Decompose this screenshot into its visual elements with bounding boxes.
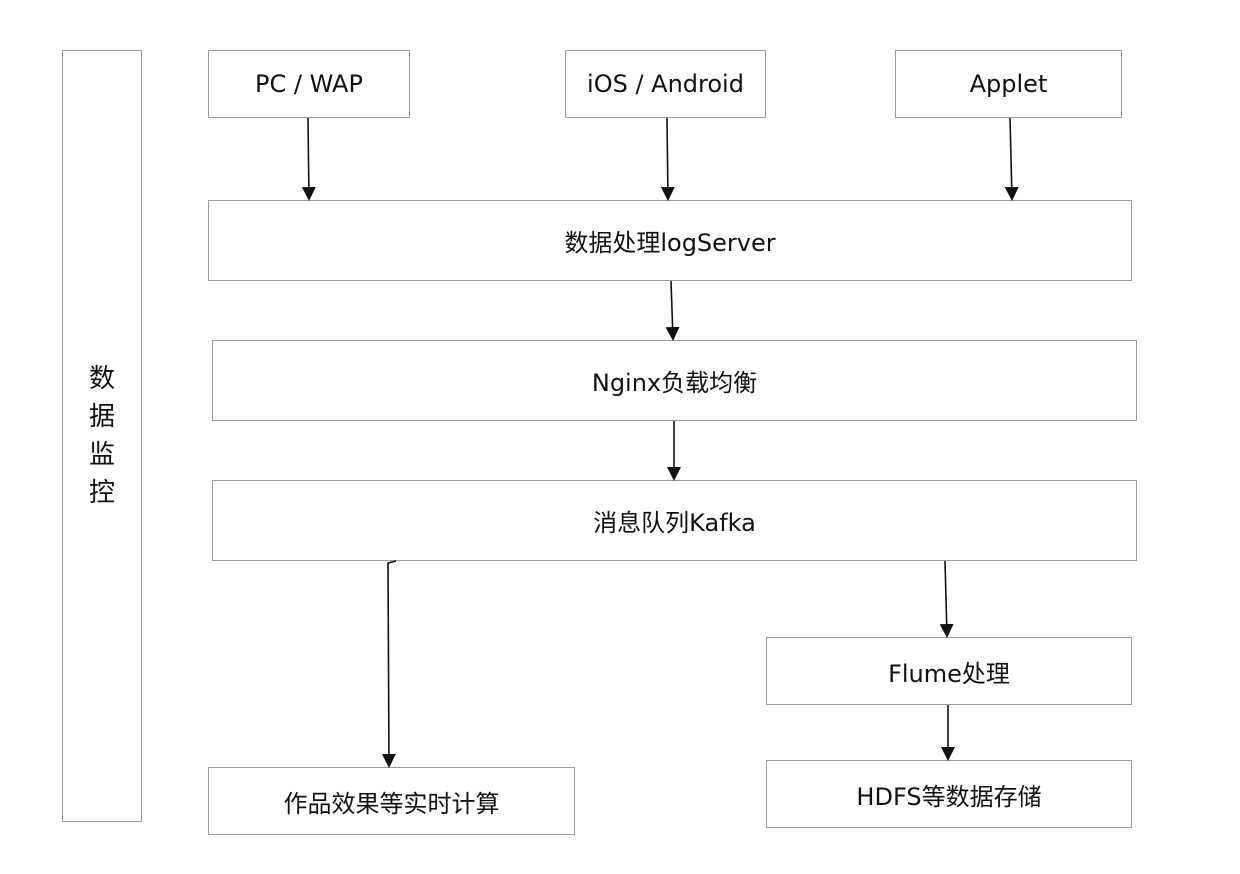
source-applet-label: Applet bbox=[969, 70, 1048, 98]
source-ios-android-box: iOS / Android bbox=[565, 50, 766, 118]
side-char-4: 控 bbox=[88, 478, 115, 508]
flume-box: Flume处理 bbox=[766, 637, 1132, 705]
source-applet-box: Applet bbox=[895, 50, 1122, 118]
realtime-compute-label: 作品效果等实时计算 bbox=[283, 789, 500, 818]
realtime-compute-box: 作品效果等实时计算 bbox=[208, 767, 575, 835]
arrow-logserver-to-nginx bbox=[665, 280, 680, 341]
log-server-label: 数据处理logServer bbox=[564, 229, 776, 257]
arrow-applet-to-logserver bbox=[1004, 117, 1019, 201]
source-pc-wap-box: PC / WAP bbox=[208, 50, 410, 118]
hdfs-storage-box: HDFS等数据存储 bbox=[766, 760, 1132, 828]
flume-label: Flume处理 bbox=[888, 659, 1010, 688]
data-monitoring-panel: 数 据 监 控 bbox=[62, 50, 142, 822]
nginx-box: Nginx负载均衡 bbox=[212, 340, 1137, 421]
log-server-box: 数据处理logServer bbox=[208, 200, 1132, 281]
nginx-label: Nginx负载均衡 bbox=[591, 369, 758, 397]
arrow-pc-to-logserver bbox=[301, 117, 316, 201]
side-char-3: 监 bbox=[88, 440, 115, 470]
source-ios-android-label: iOS / Android bbox=[587, 70, 744, 98]
hdfs-storage-label: HDFS等数据存储 bbox=[856, 782, 1042, 811]
side-char-1: 数 bbox=[88, 364, 115, 394]
side-char-2: 据 bbox=[88, 402, 115, 432]
arrow-kafka-to-realtime bbox=[381, 560, 397, 768]
arrow-kafka-to-flume bbox=[939, 560, 954, 638]
source-pc-wap-label: PC / WAP bbox=[255, 70, 363, 98]
kafka-label: 消息队列Kafka bbox=[593, 509, 756, 537]
arrow-mobile-to-logserver bbox=[660, 117, 675, 201]
